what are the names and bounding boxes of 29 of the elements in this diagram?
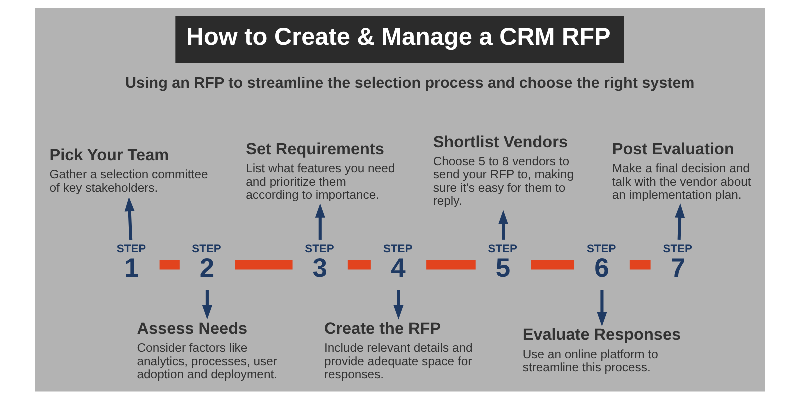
node-text: STEP 6 (586, 244, 616, 284)
diagram-title: How to Create & Manage a CRM RFP (186, 24, 611, 52)
node-text: STEP 2 (192, 244, 222, 284)
connector (160, 260, 180, 270)
connector (348, 260, 371, 270)
connector (531, 260, 574, 270)
node-text: STEP 3 (305, 244, 334, 284)
arrow (394, 290, 404, 320)
label: Using an RFP to streamline the selection process and choose the right system (126, 75, 695, 92)
node-text: STEP 5 (488, 244, 518, 284)
node-text: Post Evaluation Make a final decision and talk with the vendor about an implementation plan. (612, 140, 752, 202)
arrow (498, 210, 509, 240)
connector (426, 260, 476, 270)
node-text: STEP 1 (116, 244, 146, 284)
connector (630, 260, 651, 270)
arrow (675, 204, 686, 240)
node-text: Shortlist Vendors Choose 5 to 8 vendors to send your RFP to, making sure it's easy for them to reply. (433, 133, 574, 208)
arrow (315, 204, 326, 240)
node-text: Set Requirements List what features you need and prioritize them according to importance. (246, 140, 396, 202)
node-text: Create the RFP Include relevant details and provide adequate space for responses. (324, 320, 473, 382)
node-text: Evaluate Responses Use an online platform to streamline this process. (522, 326, 682, 375)
node-text: Assess Needs Consider factors like analytics, processes, user adoption and deployment. (137, 320, 278, 382)
connector (235, 260, 293, 270)
node-text: STEP 7 (663, 244, 692, 284)
node-text: Pick Your Team Gather a selection committee of key stakeholders. (50, 146, 208, 195)
node-text: STEP 4 (383, 244, 413, 284)
arrow (124, 197, 135, 240)
arrow (202, 290, 212, 320)
arrow (597, 290, 608, 327)
